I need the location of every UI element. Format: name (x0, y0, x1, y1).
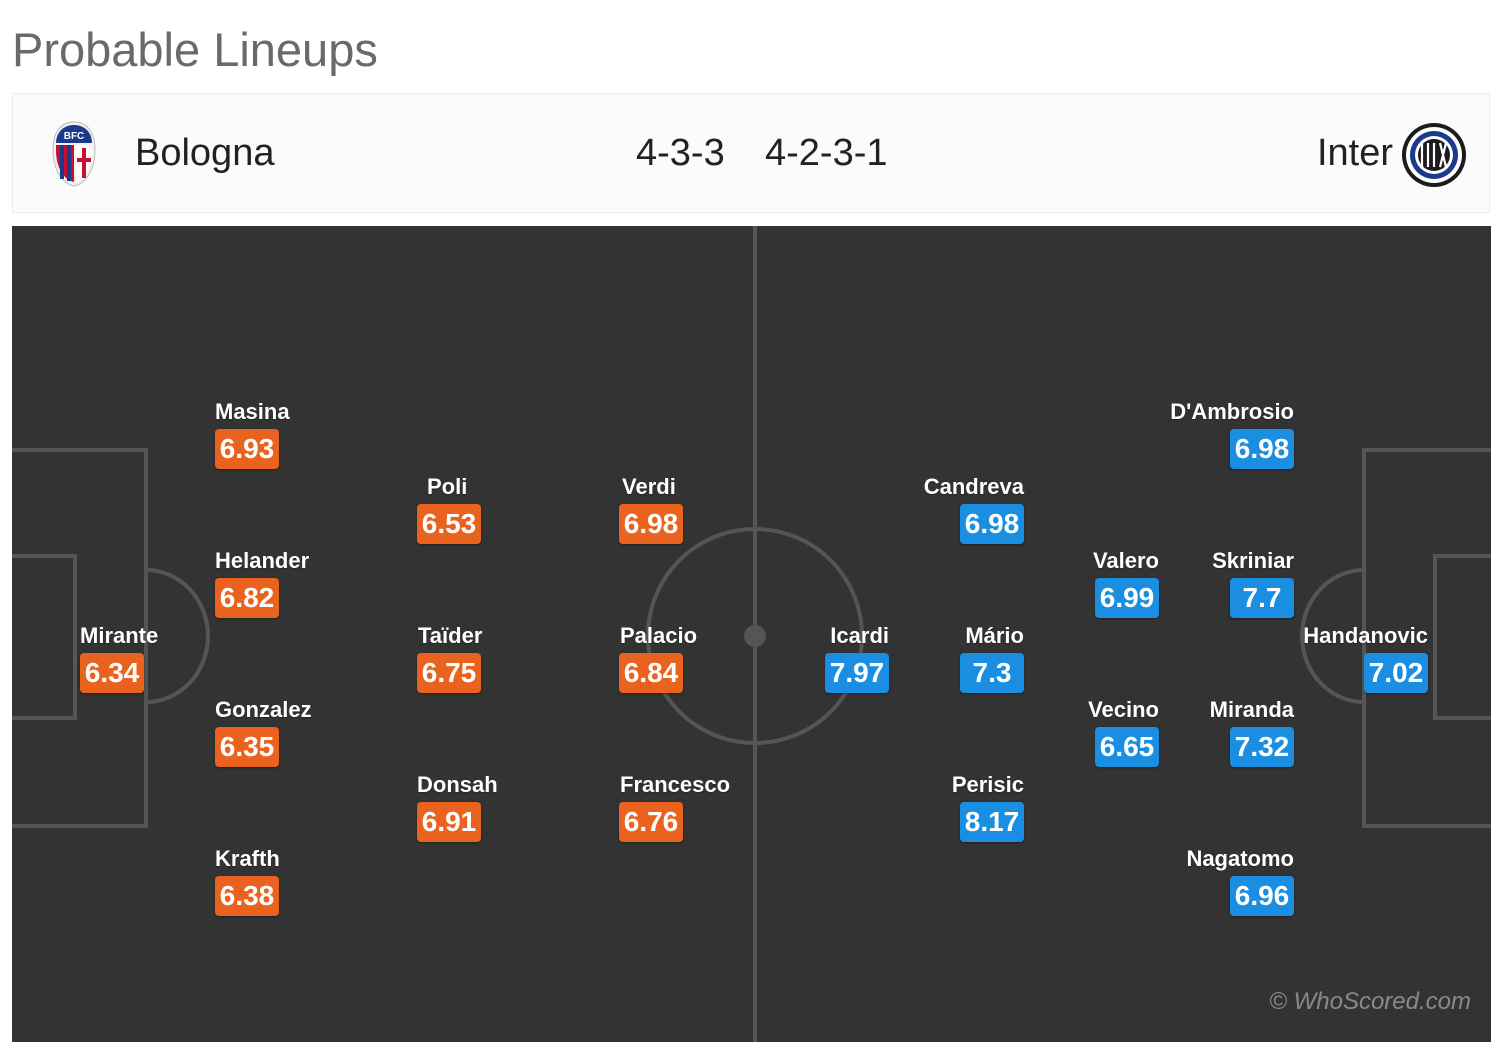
player-rating: 7.3 (960, 653, 1024, 693)
svg-text:BFC: BFC (64, 131, 85, 142)
player-rating: 6.35 (215, 727, 279, 767)
page-title: Probable Lineups (12, 23, 378, 76)
player-name: Poli (427, 474, 468, 499)
player-rating: 6.82 (215, 578, 279, 618)
player-name: Masina (215, 399, 290, 424)
player-name: D'Ambrosio (1170, 399, 1294, 424)
player-name: Gonzalez (215, 697, 312, 722)
player-rating: 6.76 (619, 802, 683, 842)
away-formation: 4-2-3-1 (765, 132, 888, 174)
home-formation: 4-3-3 (636, 132, 725, 174)
player-name: Donsah (417, 772, 498, 797)
player-rating: 6.38 (215, 876, 279, 916)
bologna-crest-icon: BFC (52, 121, 96, 187)
player-name: Vecino (1088, 697, 1159, 722)
player-rating: 7.02 (1364, 653, 1428, 693)
player-name: Valero (1092, 548, 1159, 573)
player-rating: 7.7 (1230, 578, 1294, 618)
player-rating: 7.97 (825, 653, 889, 693)
player-rating: 6.75 (417, 653, 481, 693)
player-name: Nagatomo (1186, 846, 1294, 871)
player-name: Candreva (923, 474, 1024, 499)
player-name: Perisic (951, 772, 1024, 797)
player-rating: 6.93 (215, 429, 279, 469)
player-name: Palacio (620, 623, 698, 648)
watermark: © WhoScored.com (1269, 988, 1471, 1015)
away-team-name: Inter (1316, 132, 1393, 174)
player-name: Mário (965, 623, 1024, 648)
player-name: Verdi (622, 474, 676, 499)
player-rating: 7.32 (1230, 727, 1294, 767)
player-name: Miranda (1209, 697, 1294, 722)
player-name: Francesco (620, 772, 731, 797)
player-rating: 6.84 (619, 653, 683, 693)
player-name: Mirante (80, 623, 159, 648)
player-name: Skriniar (1212, 548, 1294, 573)
player-rating: 6.98 (1230, 429, 1294, 469)
player-rating: 6.34 (80, 653, 144, 693)
player-rating: 6.99 (1095, 578, 1159, 618)
player-rating: 6.96 (1230, 876, 1294, 916)
player-rating: 6.98 (619, 504, 683, 544)
pitch: Masina 6.93 Poli 6.53 Verdi 6.98 Helande… (12, 226, 1491, 1042)
player-name: Helander (215, 548, 310, 573)
player-rating: 6.65 (1095, 727, 1159, 767)
player-rating: 6.91 (417, 802, 481, 842)
player-rating: 6.53 (417, 504, 481, 544)
player-rating: 8.17 (960, 802, 1024, 842)
home-team-name: Bologna (135, 132, 275, 174)
player-name: Handanovic (1303, 623, 1428, 648)
inter-crest-icon (1402, 123, 1466, 187)
pitch-markings (12, 226, 1491, 1042)
player-name: Icardi (830, 623, 889, 648)
player-name: Taïder (418, 623, 483, 648)
player-name: Krafth (215, 846, 280, 871)
player-rating: 6.98 (960, 504, 1024, 544)
match-header: BFC Bologna 4-3-3 4-2-3-1 Inter (12, 93, 1490, 213)
